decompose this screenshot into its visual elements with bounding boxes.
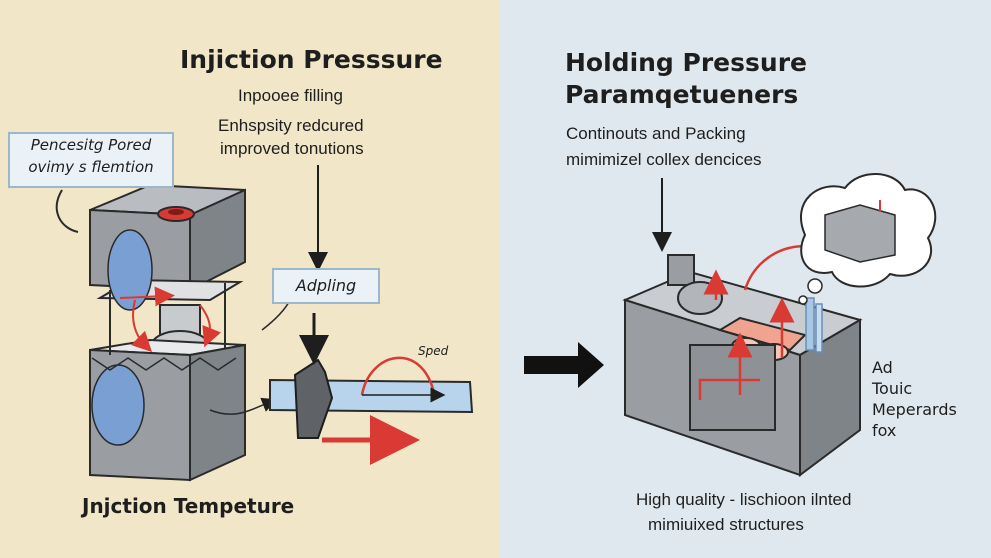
mold-press-icon (89, 183, 246, 482)
mold-red-flow-arrows (119, 286, 221, 353)
packed-mold-icon (622, 254, 863, 477)
speed-curve-icon (360, 356, 446, 403)
left-title: Injiction Presssure (180, 45, 443, 74)
side-label-4: fox (872, 421, 897, 440)
side-label-2: Touic (872, 379, 913, 398)
callout-box: Pencesitg Pored ovimy s flemtion (8, 132, 174, 188)
left-bottom-title: Jnjction Tempeture (82, 494, 295, 518)
right-bottom-line-2: mimiuixed structures (648, 515, 804, 534)
callout-line-2: ovimy s flemtion (28, 158, 154, 176)
left-line-1: Inpooee filling (238, 86, 343, 105)
right-bottom-line-1: High quality - lischioon ilnted (636, 490, 852, 509)
callout-pointer (55, 189, 79, 233)
right-panel (500, 0, 991, 558)
adpling-box: Adpling (272, 268, 380, 304)
speed-label: Sped (418, 344, 449, 358)
left-panel (0, 0, 500, 558)
transition-arrow-icon (524, 342, 604, 388)
injection-nozzle-icon (269, 313, 474, 439)
callout-line-1: Pencesitg Pored (30, 136, 152, 154)
thought-cloud-icon (798, 173, 937, 305)
adpling-pointer (261, 299, 291, 331)
blue-cylinders (805, 297, 823, 353)
temperature-pointer (209, 397, 277, 415)
right-line-2: mimimizel collex dencices (566, 150, 762, 169)
side-label-1: Ad (872, 358, 893, 377)
left-line-3: improved tonutions (220, 139, 364, 158)
right-subtitle: Paramqetueners (565, 80, 799, 109)
side-label-3: Meperards (872, 400, 957, 419)
right-line-1: Continouts and Packing (566, 124, 746, 143)
right-title: Holding Pressure (565, 48, 807, 77)
left-line-2: Enhspsity redcured (218, 116, 364, 135)
adpling-label: Adpling (295, 276, 357, 295)
